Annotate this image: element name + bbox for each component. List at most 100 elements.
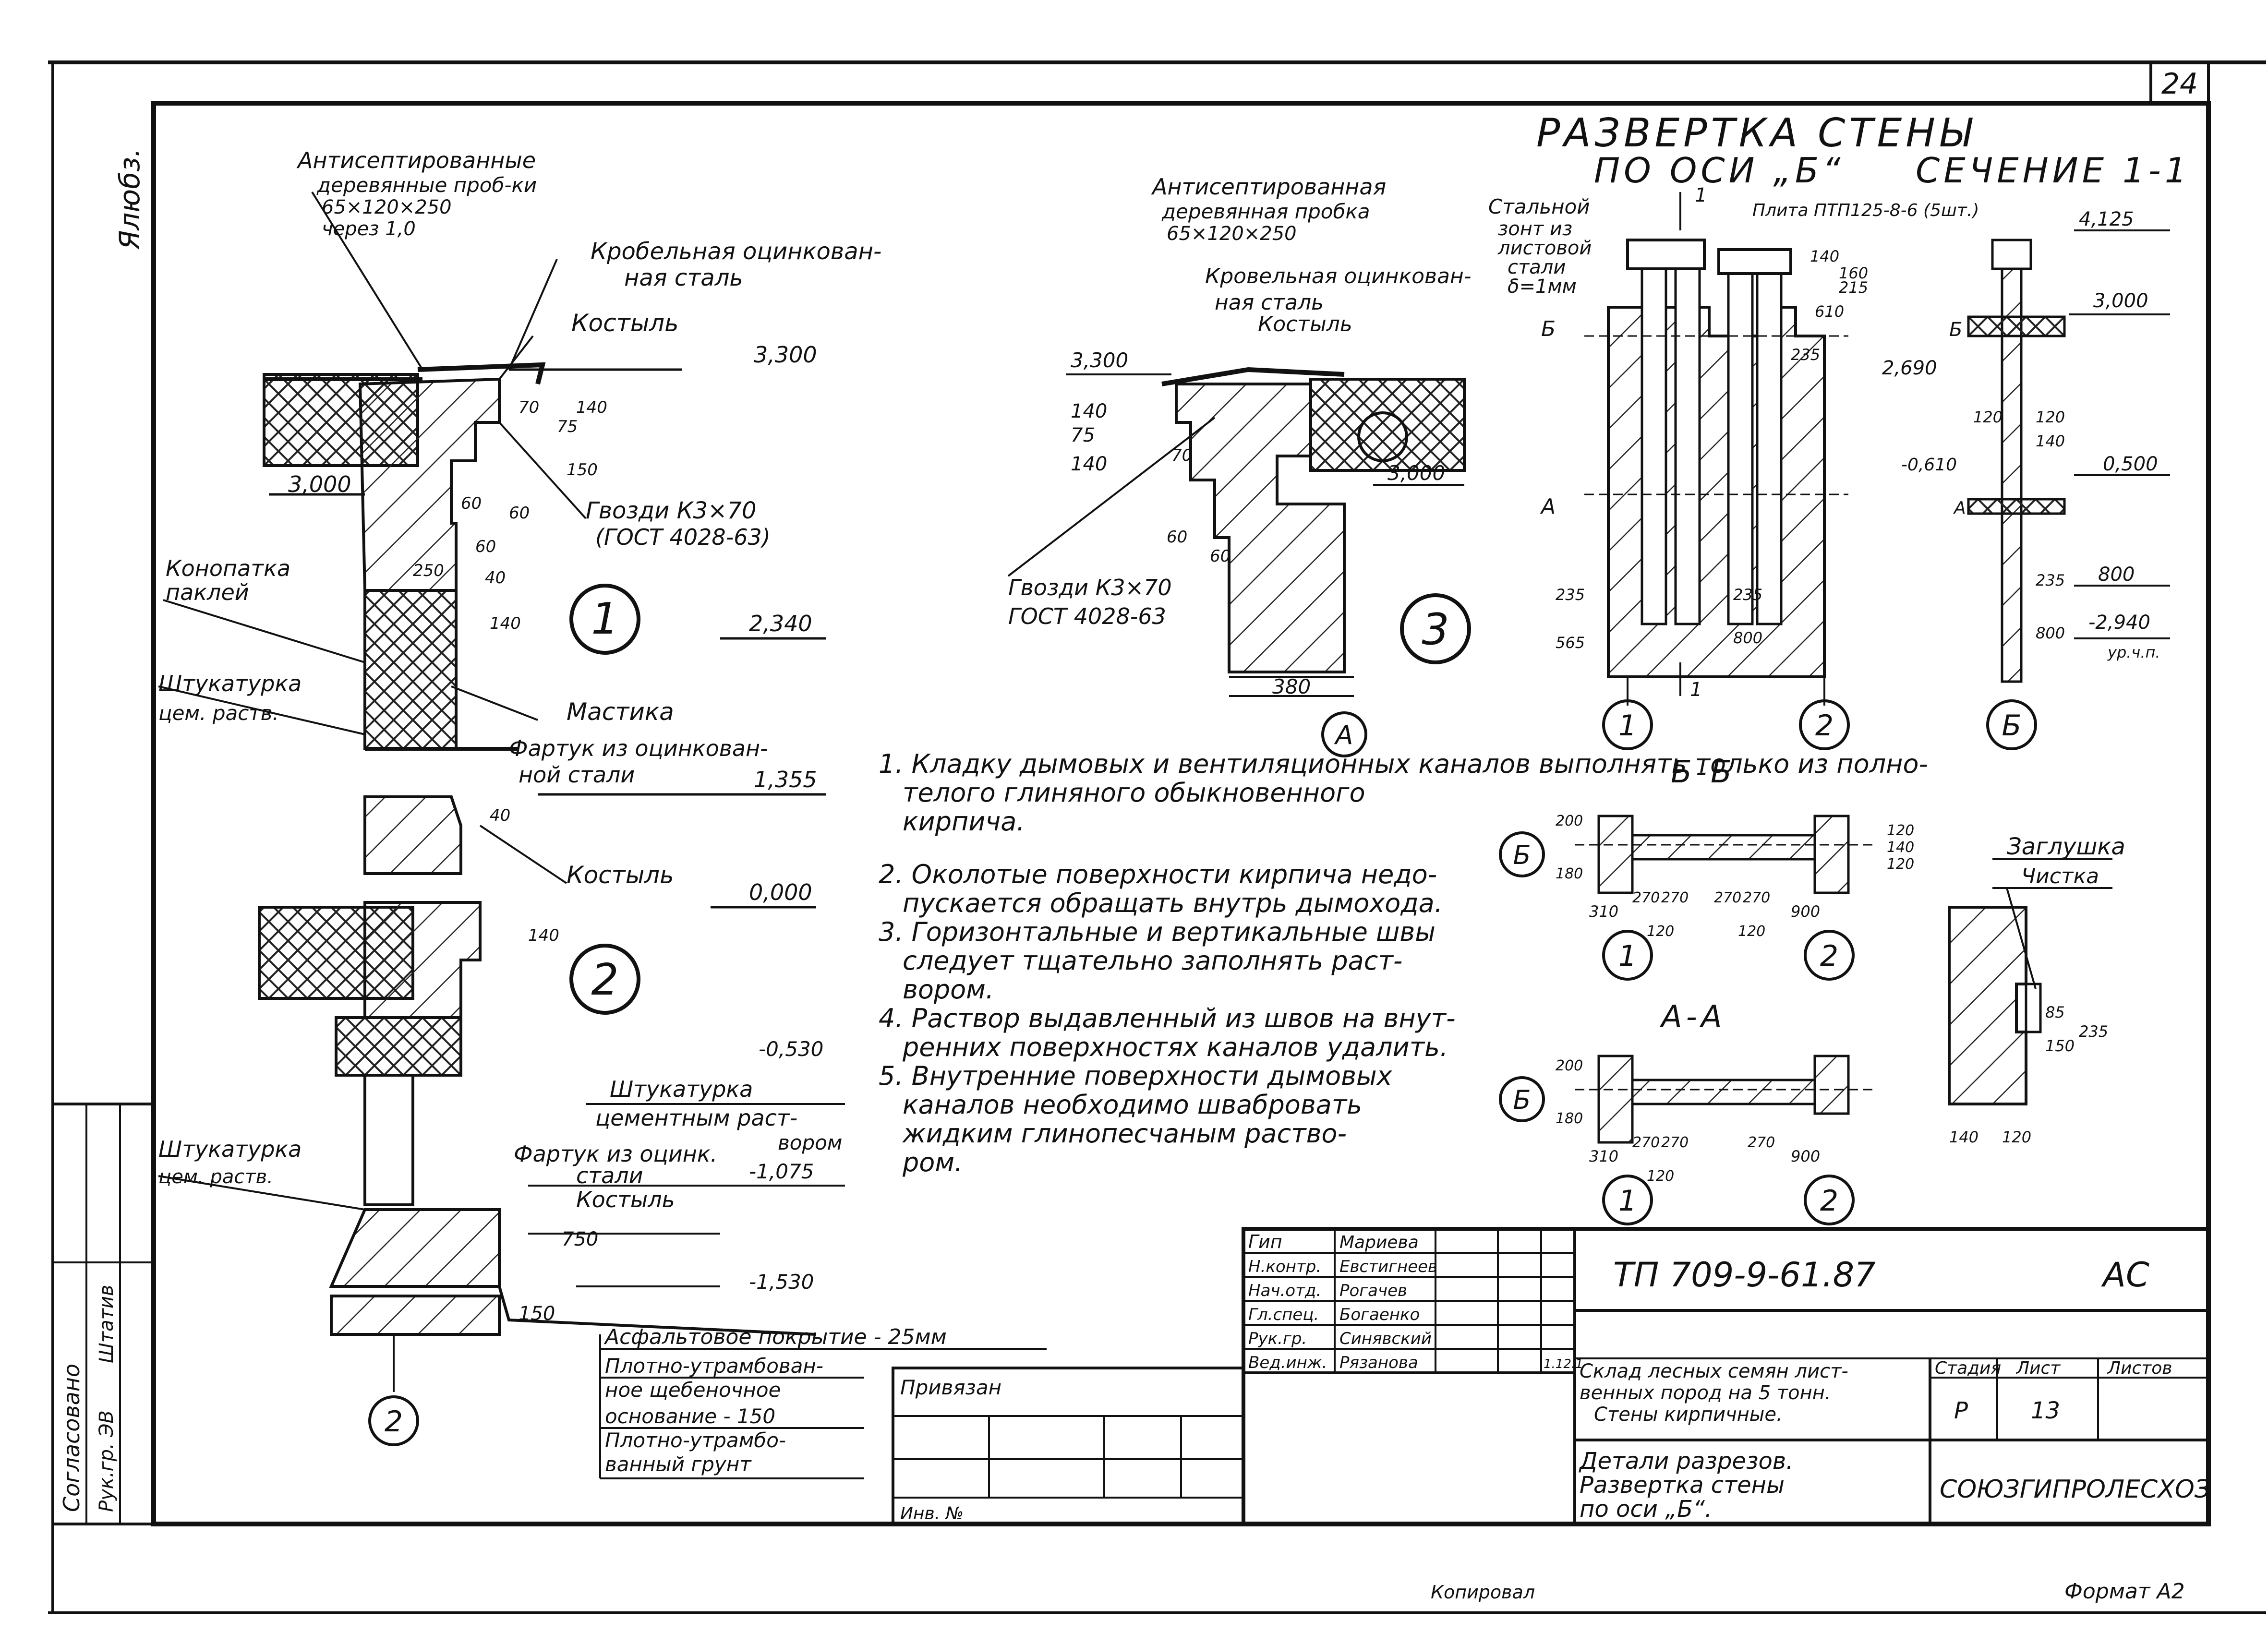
side-stamp-2: Рук.гр. ЭВ	[96, 1410, 118, 1512]
d2-callout-6: Фартук из оцинк.	[514, 1141, 717, 1167]
plan-bb-dim-9: 120	[1738, 923, 1765, 940]
plan-bb-dim-8: 270	[1743, 889, 1770, 906]
side-stamp: Согласовано Рук.гр. ЭВ Штатив	[51, 1103, 155, 1525]
d2-level-1: -0,530	[759, 1037, 823, 1061]
stamp-name-6: Рязанова	[1339, 1353, 1418, 1372]
d1-callout-12: Штукатурка	[158, 671, 302, 696]
detail-1-marker	[569, 584, 640, 655]
d3-callout-8: ГОСТ 4028-63	[1008, 603, 1166, 629]
title-main-1: РАЗВЕРТКА СТЕНЫ	[1536, 110, 1975, 156]
d1-callout-15: Фартук из оцинкован-	[509, 735, 768, 761]
el-dim-1: 140	[1810, 247, 1839, 265]
note-line-10: ренних поверхностях каналов удалить.	[902, 1032, 1448, 1062]
plan-bb-axis-1: 1	[1618, 939, 1637, 973]
note-line-9: 4. Раствор выдавленный из швов на внут-	[879, 1003, 1456, 1033]
note-line-4: 2. Околотые поверхности кирпича недо-	[879, 859, 1437, 889]
s11-level-6: -2,940	[2088, 612, 2150, 634]
stamp-sheets-label: Листов	[2107, 1358, 2172, 1378]
el-callout-1: Стальной	[1488, 195, 1590, 218]
stamp-role-3: Нач.отд.	[1248, 1281, 1321, 1300]
stamp-project-1: Склад лесных семян лист-	[1580, 1360, 1848, 1382]
stamp-project-3: Стены кирпичные.	[1594, 1404, 1783, 1426]
s11-dim-1: 120	[1973, 408, 2003, 426]
el-callout-6: Плита ПТП125-8-6 (5шт.)	[1752, 201, 1979, 220]
note-line-13: жидким глинопесчаным раство-	[902, 1118, 1347, 1149]
detail-2: 2 2 Штукатурка цементным раст- вором Шту…	[158, 901, 1047, 1479]
plan-aa-axis-1: 1	[1618, 1184, 1637, 1218]
d1-dim-1: 70	[519, 398, 539, 417]
d3-dim-5: 60	[1167, 528, 1187, 547]
detail-2-number: 2	[591, 955, 618, 1005]
plug-detail: Заглушка Чистка 150 85 235 140 120	[1948, 833, 2125, 1146]
title-section: СЕЧЕНИЕ 1-1	[1916, 150, 2191, 191]
plan-aa-dim-7: 270	[1748, 1134, 1775, 1151]
el-dim-4: 610	[1815, 302, 1844, 321]
s11-dim-5: 800	[2036, 624, 2065, 642]
stamp-role-2: Н.контр.	[1248, 1257, 1321, 1276]
el-axis-1-label: 1	[1618, 709, 1637, 743]
stamp-project-2: венных пород на 5 тонн.	[1580, 1382, 1831, 1404]
d1-callout-9: (ГОСТ 4028-63)	[595, 524, 771, 550]
d3-callout-5: ная сталь	[1215, 290, 1324, 315]
copied-label: Копировал	[1431, 1582, 1535, 1603]
plan-bb-axis-b: Б	[1513, 840, 1531, 870]
d2-legend-6: ванный грунт	[605, 1452, 752, 1476]
d2-callout-7: стали	[576, 1163, 643, 1188]
d1-dim-2: 140	[576, 398, 607, 417]
plan-aa-dim-1: 200	[1556, 1057, 1583, 1074]
side-stamp-1: Согласовано	[59, 1364, 84, 1512]
title-main-2: ПО ОСИ „Б“	[1594, 150, 1844, 191]
note-line-5: пускается обращать внутрь дымохода.	[903, 888, 1443, 918]
plan-bb-title: Б-Б	[1671, 755, 1736, 790]
d1-callout-13: цем. раств.	[158, 701, 279, 725]
d1-dim-10: 140	[490, 614, 521, 633]
plan-aa-axis-b: Б	[1513, 1085, 1531, 1115]
s11-level-4: -0,610	[1901, 455, 1957, 475]
d1-dim-7: 60	[509, 504, 530, 523]
stamp-title-3: по оси „Б“.	[1580, 1496, 1712, 1523]
d2-legend-2: Плотно-утрамбован-	[605, 1354, 823, 1378]
s11-level-1: 4,125	[2079, 208, 2134, 230]
d2-callout-3: вором	[778, 1131, 843, 1154]
plan-a-a: А-А Б 1 2 200 180 310 270 270 120 270 90…	[1499, 999, 1872, 1225]
stamp-role-6: Вед.инж.	[1248, 1353, 1327, 1372]
stamp-code: ТП 709-9-61.87	[1613, 1255, 1876, 1295]
detail-3-marker	[1400, 593, 1471, 664]
plan-bb-dim-1: 200	[1556, 813, 1583, 829]
plan-bb-dim-12: 140	[1887, 839, 1914, 856]
el-axis-2-label: 2	[1815, 709, 1834, 743]
d3-level-1: 3,300	[1071, 348, 1128, 372]
d1-dim-5: 60	[461, 494, 482, 513]
s11-mark-a: А	[1953, 498, 1966, 518]
stamp-bound: Привязан	[900, 1376, 1001, 1399]
el-dim-3: 215	[1839, 278, 1868, 297]
el-dim-2: 160	[1839, 264, 1868, 282]
detail-3-number: 3	[1422, 604, 1449, 655]
el-mark-1-top: 1	[1695, 184, 1707, 206]
note-line-14: ром.	[902, 1147, 963, 1177]
el-callout-2: зонт из	[1498, 218, 1572, 240]
d2-callout-1: Штукатурка	[610, 1076, 753, 1102]
notes: 1. Кладку дымовых и вентиляционных канал…	[879, 749, 1928, 1177]
stamp-mark: АС	[2101, 1255, 2149, 1295]
stamp-role-4: Гл.спец.	[1248, 1305, 1319, 1324]
stamp-stage-label: Стадия	[1935, 1358, 2001, 1378]
d2-dim-2: 150	[519, 1303, 555, 1325]
detail-3-axis-label: А	[1334, 720, 1353, 750]
d3-dim-2: 75	[1071, 424, 1095, 446]
d3-callout-4: Кровельная оцинкован-	[1205, 264, 1472, 288]
stamp-role-1: Гип	[1248, 1231, 1282, 1252]
stamp-org: СОЮЗГИПРОЛЕСХОЗ	[1940, 1475, 2210, 1504]
d3-callout-6: Костыль	[1258, 312, 1352, 336]
d1-dim-12: 140	[528, 926, 559, 945]
side-stamp-3: Штатив	[96, 1285, 118, 1363]
d1-callout-6: ная сталь	[624, 264, 743, 291]
d2-callout-8: Костыль	[576, 1187, 675, 1212]
el-callout-3: листовой	[1497, 237, 1592, 259]
s11-dim-4: 235	[2036, 571, 2065, 589]
el-dim-7: 565	[1556, 634, 1585, 652]
format-label: Формат А2	[2064, 1579, 2185, 1604]
note-line-1: 1. Кладку дымовых и вентиляционных канал…	[879, 749, 1928, 779]
d1-callout-14: Мастика	[567, 698, 674, 726]
